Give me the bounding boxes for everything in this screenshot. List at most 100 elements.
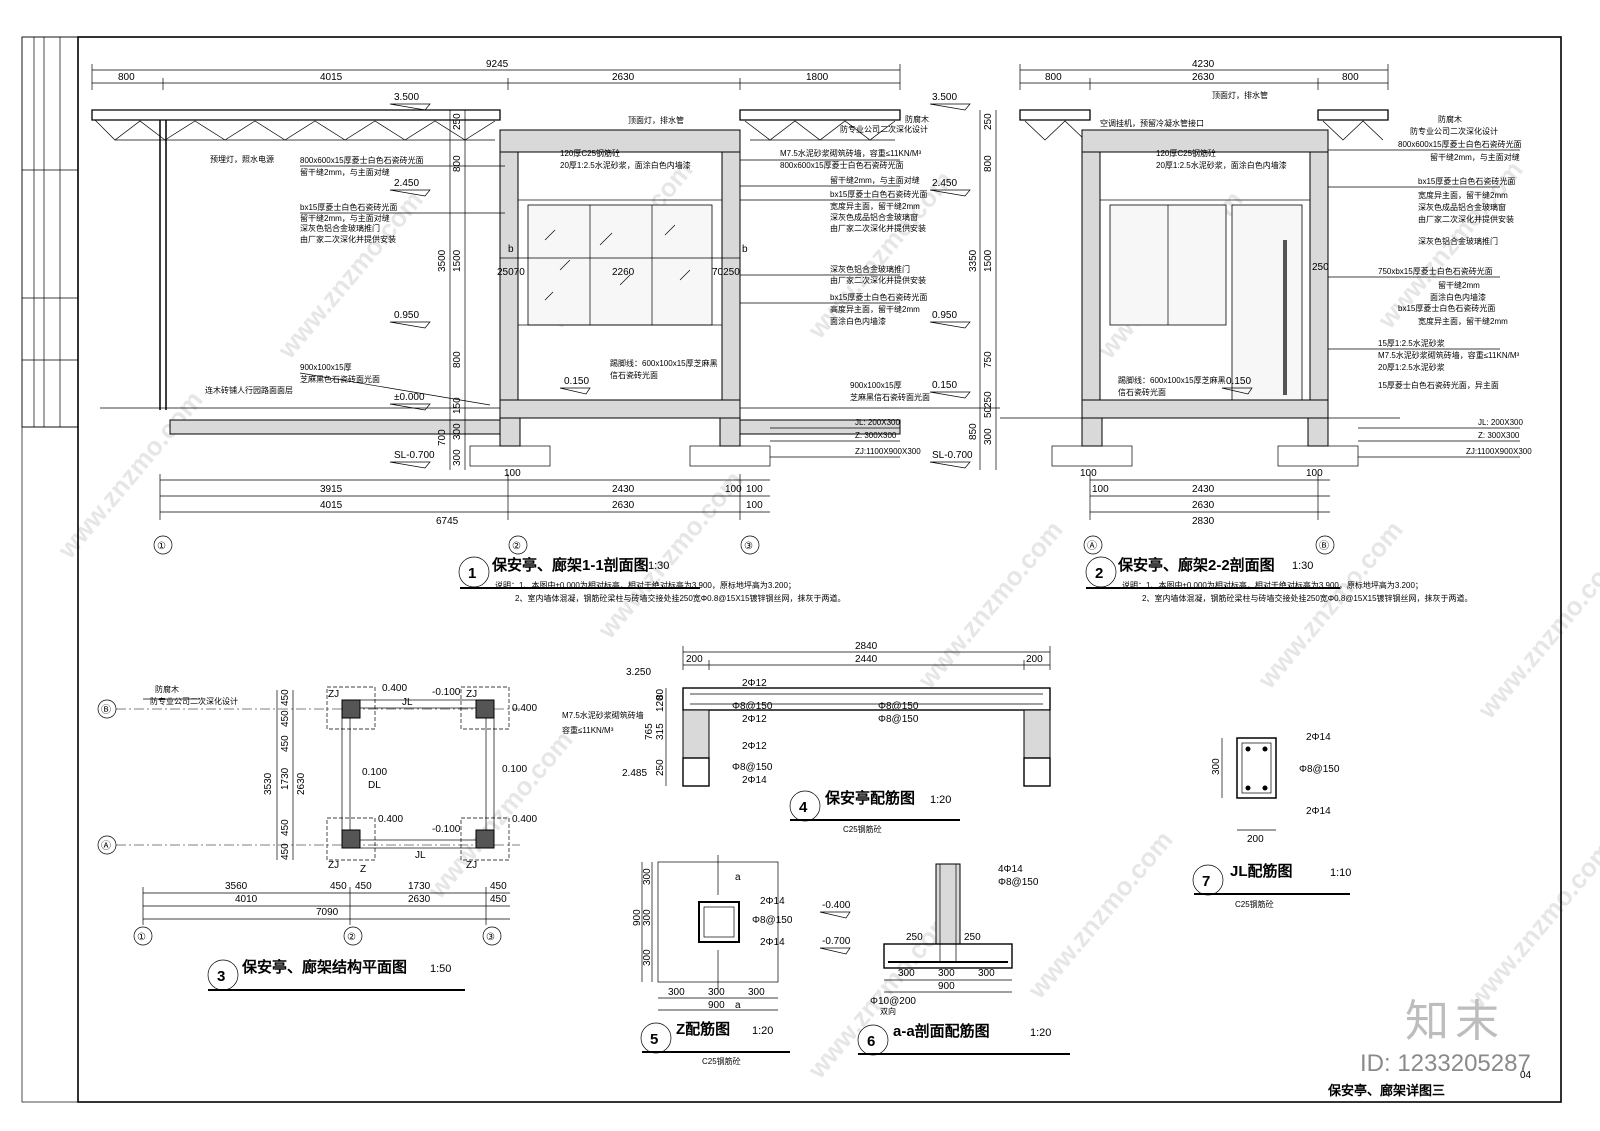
- dim-text: 300: [452, 449, 463, 466]
- brand-logo: 知末: [1405, 996, 1505, 1047]
- watermark: www.znzmo.com: [801, 905, 959, 1085]
- drawing-text: 4230: [1192, 59, 1215, 70]
- drawing-text: 6: [867, 1033, 875, 1050]
- drawing-text: 2Φ12: [742, 678, 767, 689]
- drawing-text: 深灰色成品铝合金玻璃窗: [830, 212, 918, 222]
- drawing-text: Φ8@150: [732, 762, 773, 773]
- drawing-text: bx15厚菱士白色石瓷砖光面: [830, 189, 927, 199]
- dim-text: 25070: [497, 267, 525, 278]
- drawing-text: 2630: [296, 772, 307, 795]
- section-2-2: 4230 800 2630 800 3.500 2.450 0.950 0.15…: [929, 59, 1532, 555]
- drawing-text: 2.450: [932, 178, 957, 189]
- annotation: 800x600x15厚菱士白色石瓷砖光面: [300, 155, 424, 165]
- dim-text: 250: [452, 113, 463, 130]
- drawing-text: 2630: [1192, 72, 1215, 83]
- annotation: 深灰色铝合金玻璃推门: [300, 223, 380, 233]
- drawing-text: 2: [1095, 565, 1103, 582]
- watermark: www.znzmo.com: [51, 385, 209, 565]
- drawing-text: 800x600x15厚菱士白色石瓷砖光面: [780, 160, 904, 170]
- drawing-text: 1:20: [752, 1025, 773, 1037]
- drawing-text: Z: 300X300: [1478, 431, 1520, 440]
- drawing-text: -0.400: [822, 900, 851, 911]
- drawing-text: 宽度异主面，留干缝2mm: [830, 201, 920, 211]
- drawing-text: 深灰色铝合金玻璃推门: [830, 264, 910, 274]
- drawing-text: Φ8@150: [998, 877, 1039, 888]
- drawing-text: 2630: [1192, 500, 1215, 511]
- drawing-text: bx15厚菱士白色石瓷砖光面: [1418, 176, 1515, 186]
- drawing-text: 120: [655, 695, 666, 712]
- drawing-text: 50: [983, 406, 994, 418]
- drawing-text: ①: [137, 932, 146, 943]
- drawing-text: 1500: [983, 249, 994, 272]
- drawing-text: 450: [280, 689, 291, 706]
- drawing-text: 120厚C25钢筋砼: [1156, 148, 1216, 158]
- drawing-text: bx15厚菱士白色石瓷砖光面: [1398, 303, 1495, 313]
- drawing-text: 4Φ14: [998, 864, 1023, 875]
- drawing-text: 3.500: [932, 92, 957, 103]
- drawing-text: Φ8@150: [878, 701, 919, 712]
- drawing-text: DL: [368, 780, 381, 791]
- drawing-text: 1:20: [1030, 1027, 1051, 1039]
- drawing-text: 450: [280, 819, 291, 836]
- drawing-text: ZJ: [328, 860, 339, 871]
- drawing-text: 250: [983, 113, 994, 130]
- right-annotations: 防腐木 防专业公司二次深化设计 120厚C25钢筋砼 20厚1:2.5水泥砂浆，…: [560, 114, 930, 458]
- drawing-text: 900: [708, 1000, 725, 1011]
- drawing-text: Z: 300X300: [855, 431, 897, 440]
- note-line: 2、室内墙体混凝，钢筋砼梁柱与砖墙交接处挂250宽Φ0.8@15X15镀锌钢丝网…: [515, 593, 846, 603]
- drawing-text: 765: [644, 723, 655, 740]
- drawing-text: 20厚1:2.5水泥砂浆，面涂白色内墙漆: [560, 160, 691, 170]
- drawing-text: 0.950: [932, 310, 957, 321]
- drawing-text: 2Φ14: [1306, 732, 1331, 743]
- drawing-text: 800: [1342, 72, 1359, 83]
- drawing-text: 100: [1080, 468, 1097, 479]
- drawing-text: 800: [1045, 72, 1062, 83]
- drawing-text: JL: 200X300: [1478, 418, 1523, 427]
- dim-text: 2630: [612, 72, 635, 83]
- drawing-text: 0.100: [362, 767, 387, 778]
- drawing-text: 深灰色铝合金玻璃推门: [1418, 236, 1498, 246]
- drawing-text: 深灰色成品铝合金玻璃窗: [1418, 202, 1506, 212]
- annotation: 芝麻黑色石瓷砖面光面: [300, 374, 380, 384]
- dim-text: 1500: [452, 249, 463, 272]
- drawing-text: 保安亭、廊架结构平面图: [241, 958, 407, 976]
- drawing-text: 面涂白色内墙漆: [830, 316, 886, 326]
- drawing-text: 容重≤11KN/M³: [562, 725, 614, 735]
- level-text: 2.450: [394, 178, 419, 189]
- drawing-text: 1: [468, 565, 476, 582]
- rebar-5: a a 2Φ14 Φ8@150 2Φ14 300 300 300 900 300…: [632, 855, 793, 1066]
- drawing-text: 120厚C25钢筋砼: [560, 148, 620, 158]
- drawing-text: Φ8@150: [752, 915, 793, 926]
- dim-text: 100: [746, 484, 763, 495]
- drawing-text: 300: [642, 949, 653, 966]
- drawing-text: 800x600x15厚菱士白色石瓷砖光面: [1398, 139, 1522, 149]
- drawing-text: 800: [983, 155, 994, 172]
- drawing-text: 15厚1:2.5水泥砂浆: [1378, 338, 1445, 348]
- drawing-text: 高度异主面，留干缝2mm: [830, 304, 920, 314]
- drawing-text: 踢脚线：600x100x15厚芝麻黑: [1118, 375, 1226, 385]
- drawing-text: 防专业公司二次深化设计: [150, 696, 238, 706]
- annotation: 留干缝2mm，与主面对缝: [300, 213, 390, 223]
- drawing-text: C25钢筋砼: [843, 824, 882, 834]
- dim-text: 4015: [320, 500, 343, 511]
- drawing-text: 300: [708, 987, 725, 998]
- drawing-text: 300: [1211, 758, 1222, 775]
- drawing-text: 2830: [1192, 516, 1215, 527]
- drawing-text: 2Φ14: [760, 937, 785, 948]
- drawing-text: 信石瓷砖光面: [610, 370, 658, 380]
- drawing-text: 750xbx15厚菱士白色石瓷砖光面: [1378, 266, 1493, 276]
- dim-text: 2260: [612, 267, 635, 278]
- rebar-6: 4Φ14 Φ8@150 -0.400 -0.700 250 250 300 30…: [819, 863, 1070, 1056]
- axis-label: ②: [512, 541, 521, 552]
- drawing-text: 1:50: [430, 963, 451, 975]
- drawing-text: 4: [799, 799, 808, 816]
- dim-text: 800: [118, 72, 135, 83]
- level-text: SL-0.700: [394, 450, 435, 461]
- drawing-text: 1730: [280, 767, 291, 790]
- dim-text: b: [508, 244, 514, 255]
- watermark: www.znzmo.com: [1251, 515, 1409, 695]
- annotation: 由厂家二次深化并提供安装: [300, 234, 396, 244]
- drawing-text: 防腐木: [155, 684, 179, 694]
- watermark: www.znzmo.com: [1021, 825, 1179, 1005]
- drawing-text: 300: [748, 987, 765, 998]
